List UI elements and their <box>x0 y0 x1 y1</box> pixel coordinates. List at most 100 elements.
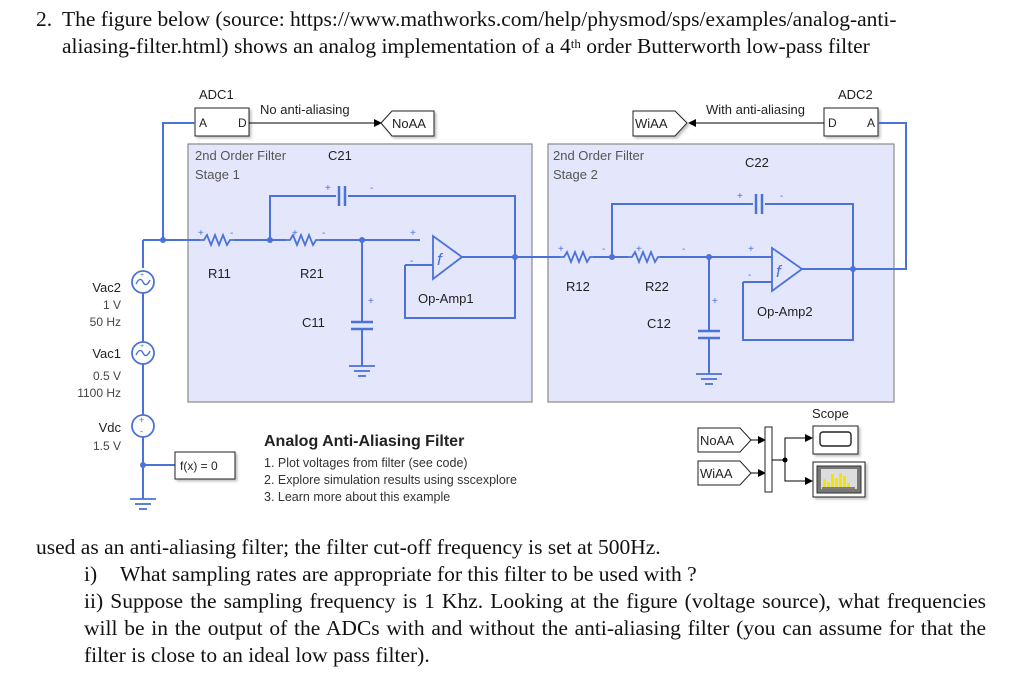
from-wiaa-label: WiAA <box>700 466 733 481</box>
resistor-r21[interactable] <box>286 232 320 248</box>
sub-question-i-label: i) <box>84 562 98 586</box>
mux-junction-dot <box>782 457 788 463</box>
c11-plus: + <box>368 296 374 307</box>
resistor-r22[interactable] <box>628 249 660 265</box>
opamp2-minus: - <box>748 270 751 281</box>
scope-label: Scope <box>812 406 849 421</box>
adc1-block[interactable]: A D <box>194 107 250 137</box>
opamp1-minus: - <box>410 256 413 267</box>
stage2-title-line2: Stage 2 <box>553 167 598 182</box>
vac1-frequency: 1100 Hz <box>77 386 121 400</box>
question-intro: 2. The figure below (source: https://www… <box>36 6 996 60</box>
c11-label: C11 <box>302 315 325 330</box>
opamp1-label: Op-Amp1 <box>418 291 474 306</box>
c22-plus: + <box>737 191 743 202</box>
vac1-plus: + <box>140 343 144 350</box>
opamp2-f-glyph: f <box>776 262 783 281</box>
capacitor-c22[interactable] <box>754 194 764 214</box>
r21-minus: - <box>322 228 325 239</box>
r22-label: R22 <box>645 279 669 294</box>
opamp1-f-glyph: f <box>437 250 444 269</box>
vdc-source[interactable]: + - <box>131 414 155 438</box>
r12-plus: + <box>558 244 564 255</box>
mux-block[interactable] <box>764 426 773 493</box>
stage1-subsystem[interactable] <box>187 143 533 403</box>
vac1-source[interactable]: + <box>131 341 155 365</box>
goto-wiaa-tag[interactable]: WiAA <box>632 110 688 137</box>
sub-question-i: i) What sampling rates are appropriate f… <box>84 561 986 588</box>
c12-label: C12 <box>647 316 671 331</box>
adc2-in-port: A <box>867 116 875 130</box>
scope-screen-icon <box>819 431 852 447</box>
capacitor-c12[interactable] <box>698 329 720 340</box>
from-noaa-tag[interactable]: NoAA <box>697 427 752 453</box>
annotation-item-2[interactable]: 2. Explore simulation results using ssce… <box>264 473 517 487</box>
scope-block[interactable] <box>812 425 859 455</box>
goto-noaa-tag[interactable]: NoAA <box>380 110 435 137</box>
signal-mux-to-spectrum <box>784 460 813 485</box>
vac2-amplitude: 1 V <box>103 298 121 312</box>
c21-label: C21 <box>328 148 352 163</box>
resistor-r11[interactable] <box>200 232 234 248</box>
adc2-out-port: D <box>828 116 837 130</box>
intro-line-1: The figure below (source: https://www.ma… <box>62 7 897 31</box>
goto-wiaa-label: WiAA <box>635 116 668 131</box>
intro-superscript: th <box>570 36 581 51</box>
c12-plus: + <box>712 296 718 307</box>
question-number: 2. <box>36 7 53 31</box>
adc1-in-port: A <box>199 116 207 130</box>
vac2-frequency: 50 Hz <box>90 315 121 329</box>
annotation-item-3[interactable]: 3. Learn more about this example <box>264 490 450 504</box>
signal-mux-to-scope <box>772 434 813 461</box>
sub-question-ii: ii) Suppose the sampling frequency is 1 … <box>84 588 986 669</box>
annotation-title: Analog Anti-Aliasing Filter <box>264 433 464 450</box>
from-wiaa-tag[interactable]: WiAA <box>697 460 752 486</box>
intro-line-2-pre: aliasing-filter.html) shows an analog im… <box>62 34 571 58</box>
resistor-r12[interactable] <box>560 249 593 265</box>
r21-plus: + <box>292 228 298 239</box>
r11-label: R11 <box>208 266 231 281</box>
vac2-plus: + <box>140 272 144 279</box>
ground-icon <box>349 365 375 377</box>
continuation-text: used as an anti-aliasing filter; the fil… <box>36 535 661 559</box>
stage2-title-line1: 2nd Order Filter <box>553 148 645 163</box>
solver-label: f(x) = 0 <box>180 459 218 473</box>
c21-minus: - <box>370 183 373 194</box>
vac2-name: Vac2 <box>92 280 121 295</box>
opamp2-block[interactable]: f <box>771 246 804 293</box>
adc1-title: ADC1 <box>199 87 234 102</box>
opamp1-block[interactable]: f <box>432 234 464 281</box>
sub-question-ii-text: Suppose the sampling frequency is 1 Khz.… <box>84 589 986 667</box>
capacitor-c11[interactable] <box>351 320 373 331</box>
r11-plus: + <box>198 228 204 239</box>
vac2-source[interactable]: + <box>131 270 155 294</box>
ground-icon <box>696 373 722 385</box>
vac1-amplitude: 0.5 V <box>93 369 121 383</box>
goto-noaa-label: NoAA <box>392 116 426 131</box>
annotation-item-1[interactable]: 1. Plot voltages from filter (see code) <box>264 456 468 470</box>
adc2-block[interactable]: D A <box>823 107 879 137</box>
sub-question-i-text: What sampling rates are appropriate for … <box>120 562 697 586</box>
spectrum-analyzer-block[interactable] <box>812 461 866 498</box>
vac1-name: Vac1 <box>92 346 121 361</box>
solver-configuration-block[interactable]: f(x) = 0 <box>174 451 236 480</box>
stage1-title-line1: 2nd Order Filter <box>195 148 287 163</box>
stage2-subsystem[interactable] <box>547 143 895 403</box>
opamp1-plus: + <box>410 228 416 239</box>
r22-minus: - <box>682 244 685 255</box>
intro-line-2-post: order Butterworth low-pass filter <box>580 34 870 58</box>
stage1-title-line2: Stage 1 <box>195 167 240 182</box>
question-continuation: used as an anti-aliasing filter; the fil… <box>36 534 986 669</box>
signal-label-with-aa: With anti-aliasing <box>706 102 805 117</box>
r12-label: R12 <box>566 279 590 294</box>
c22-label: C22 <box>745 155 769 170</box>
vdc-amplitude: 1.5 V <box>93 439 121 453</box>
c21-plus: + <box>325 183 331 194</box>
capacitor-c21[interactable] <box>337 186 347 206</box>
r22-plus: + <box>636 244 642 255</box>
r11-minus: - <box>230 228 233 239</box>
from-noaa-label: NoAA <box>700 433 734 448</box>
junction-dots <box>140 237 856 468</box>
adc2-title: ADC2 <box>838 87 873 102</box>
